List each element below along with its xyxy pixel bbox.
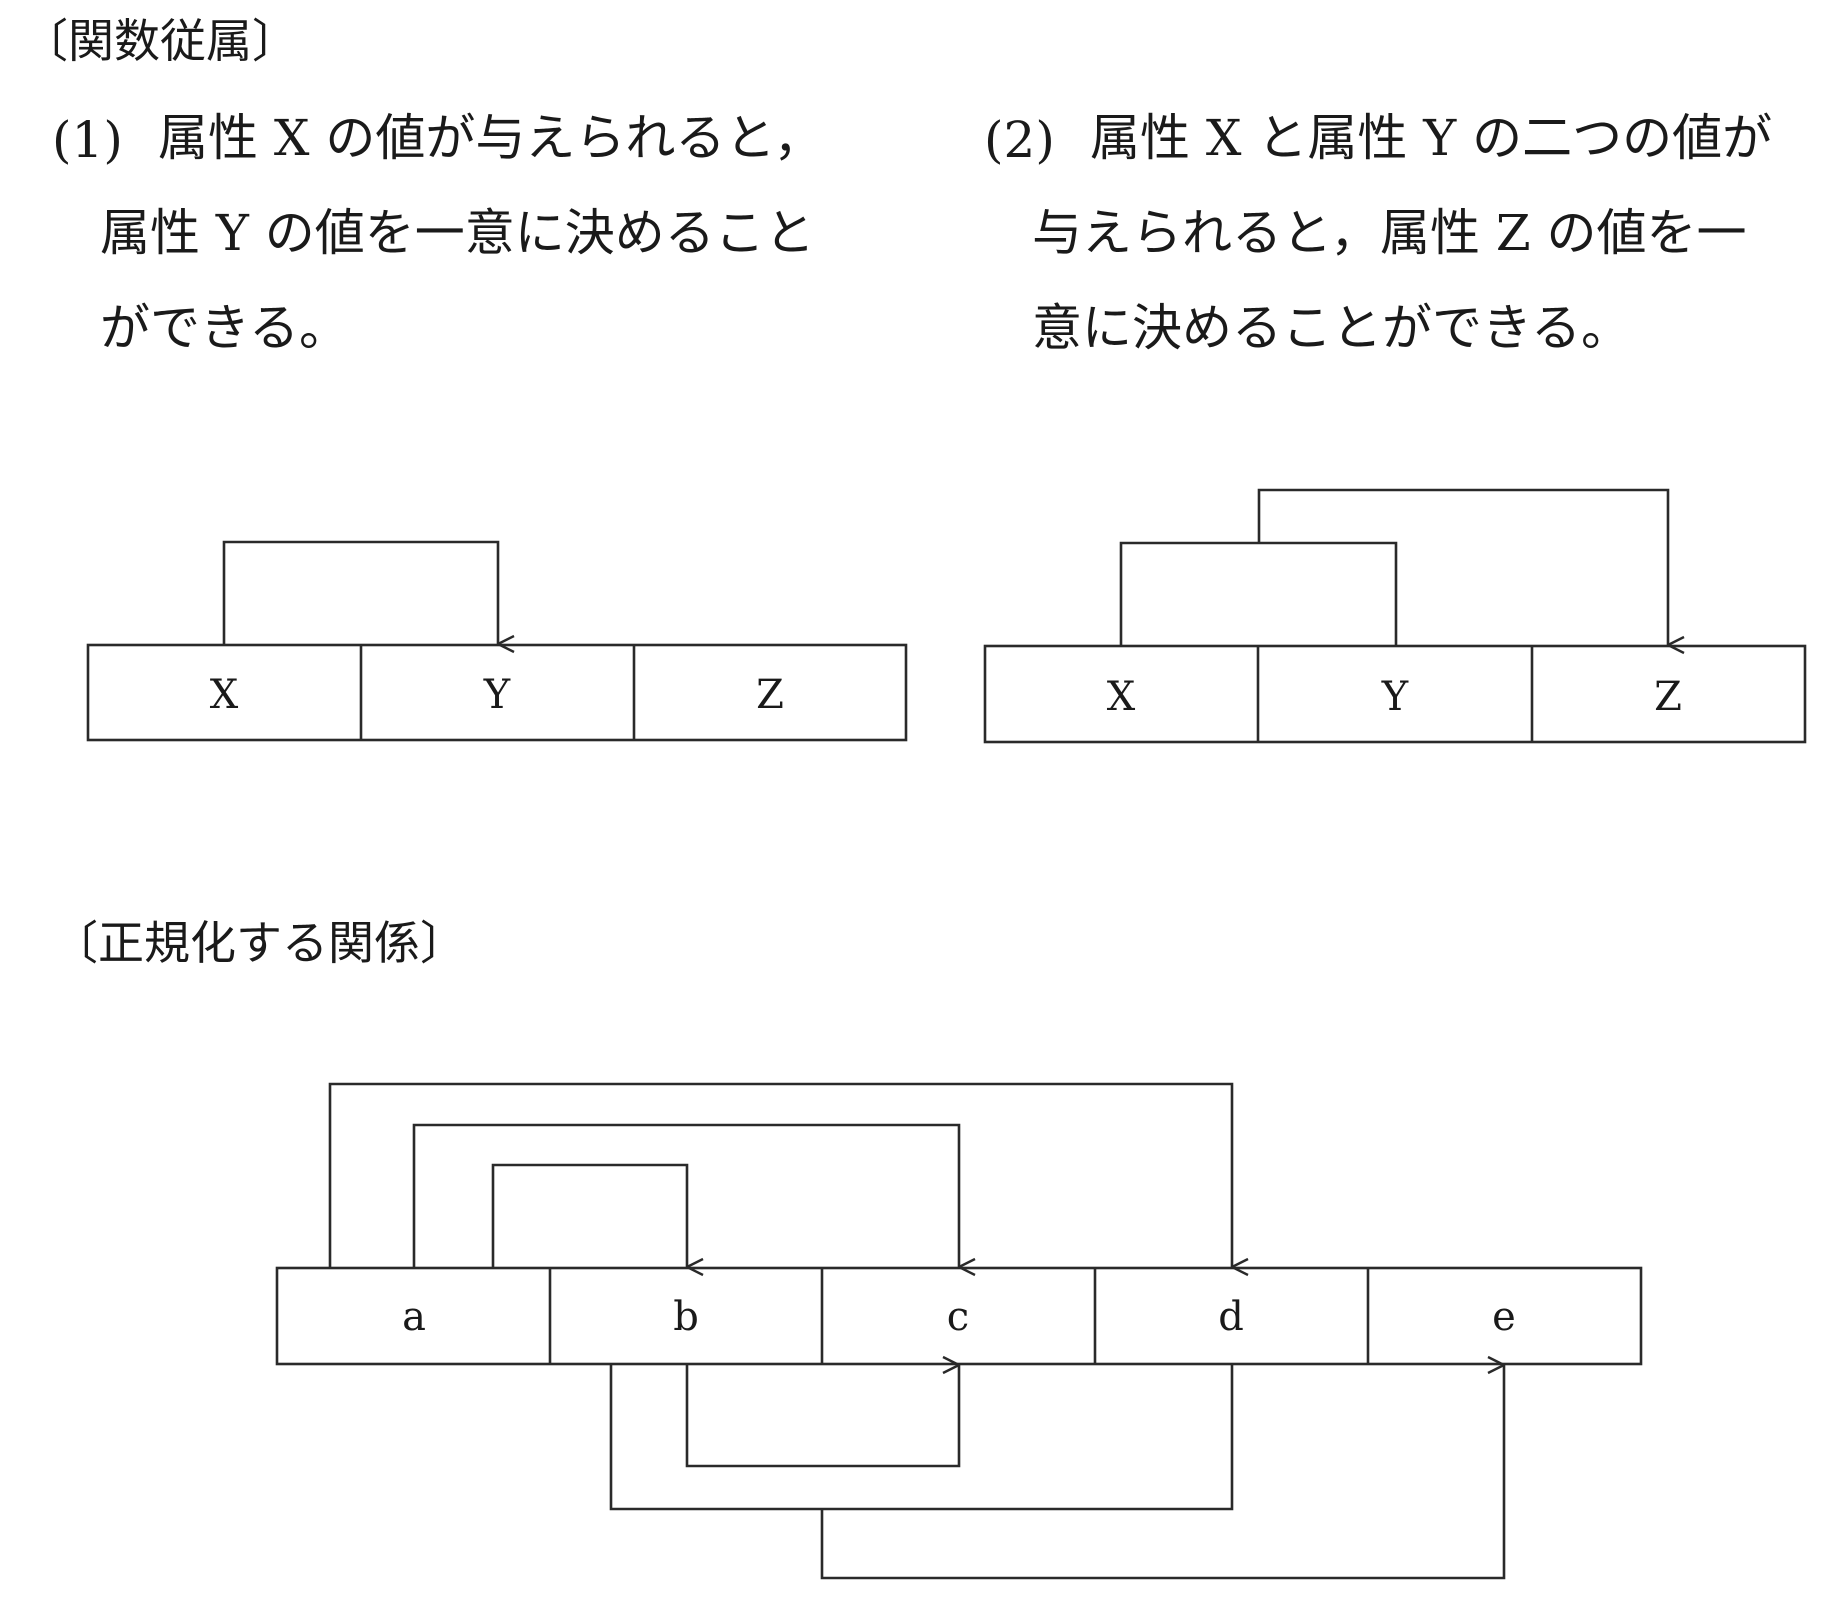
- case2-cell-y: Y: [1381, 674, 1409, 720]
- case2-cell-x: X: [1107, 674, 1136, 720]
- case2-line-3: 意に決めることができる。: [1032, 299, 1631, 357]
- arrow-a-to-b: [491, 1163, 687, 1268]
- case2-line-2: 与えられると，属性 Z の値を一: [1032, 204, 1747, 262]
- diagram-case1: X Y Z: [86, 540, 908, 742]
- case1-line-1: 属性 X の値が与えられると，: [158, 109, 824, 167]
- relation-cell-b: b: [673, 1294, 699, 1340]
- diagram-case2: X Y Z: [983, 488, 1807, 744]
- case2-table: X Y Z: [983, 644, 1807, 744]
- case1-cell-y: Y: [483, 672, 511, 718]
- relation-cell-a: a: [402, 1294, 426, 1340]
- case1-line-2: 属性 Y の値を一意に決めること: [100, 204, 815, 262]
- bracket-xy-composite-key: [1119, 541, 1398, 646]
- case2-cell-z: Z: [1654, 674, 1682, 720]
- case2-number: (2): [984, 111, 1055, 169]
- case1-number: (1): [52, 111, 123, 169]
- arrow-a-to-d: [328, 1082, 1232, 1268]
- case1-table-frame: [86, 643, 908, 742]
- case1-line-3: ができる。: [100, 299, 349, 357]
- arrow-xy-to-z: [1257, 488, 1668, 645]
- arrow-bd-to-e: [820, 1365, 1506, 1580]
- arrow-x-to-y: [222, 540, 498, 645]
- relation-table: a b c d e: [275, 1266, 1643, 1366]
- relation-cell-c: c: [947, 1294, 969, 1340]
- heading-functional-dependency: 〔関数従属〕: [22, 14, 298, 68]
- case1-cell-z: Z: [756, 672, 784, 718]
- case1-cell-x: X: [210, 672, 239, 718]
- relation-cell-d: d: [1218, 1294, 1244, 1340]
- heading-normalization: 〔正規化する関係〕: [52, 916, 466, 970]
- arrow-a-to-c: [412, 1123, 959, 1268]
- arrow-b-to-c: [685, 1364, 961, 1468]
- relation-cell-e: e: [1492, 1294, 1516, 1340]
- case2-line-1: 属性 X と属性 Y の二つの値が: [1090, 109, 1773, 167]
- diagram-relation: a b c d e: [275, 1082, 1643, 1580]
- bracket-bd-composite: [609, 1364, 1234, 1511]
- case1-table: X Y Z: [86, 643, 908, 742]
